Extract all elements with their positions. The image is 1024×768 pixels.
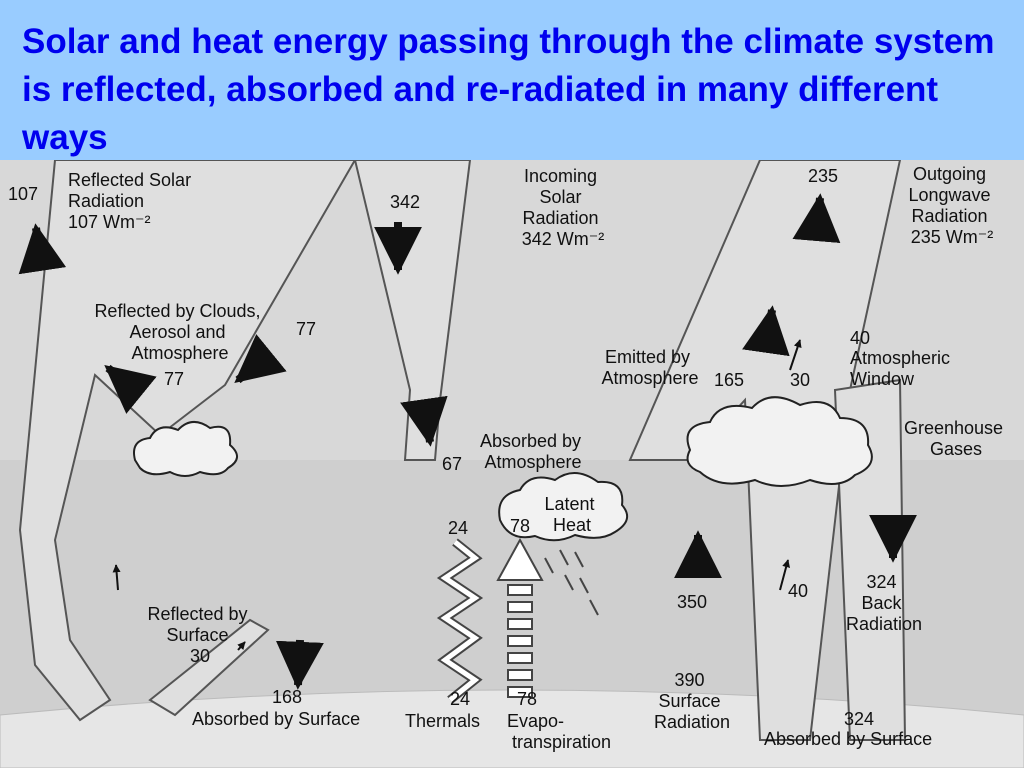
label-value-78-bottom: 78: [517, 689, 537, 709]
label-outgoing-longwave: Outgoing Longwave Radiation 235 Wm⁻²: [908, 164, 995, 247]
diagram-labels: 107 Reflected Solar Radiation 107 Wm⁻² 3…: [8, 164, 1008, 752]
rain-streaks: [544, 549, 599, 616]
label-absorbed-surface-left: Absorbed by Surface: [192, 709, 360, 729]
title-bar: Solar and heat energy passing through th…: [0, 0, 1024, 160]
label-reflected-solar: Reflected Solar Radiation 107 Wm⁻²: [68, 170, 196, 232]
label-evapotranspiration: Evapo- transpiration: [507, 711, 611, 752]
thin-arrows: [112, 339, 802, 651]
evapotranspiration-arrow: [496, 537, 544, 698]
label-value-235: 235: [808, 166, 838, 186]
label-value-107: 107: [8, 184, 38, 204]
label-reflected-clouds: Reflected by Clouds, Aerosol and Atmosph…: [94, 301, 265, 363]
flow-arrows: [18, 193, 917, 690]
label-value-40-window: 40: [850, 328, 870, 348]
label-latent-heat: Latent Heat: [544, 494, 599, 535]
arrow-reflected-107: [18, 223, 67, 275]
arrow-reflected-clouds-b: [234, 334, 287, 384]
energy-budget-diagram: 107 Reflected Solar Radiation 107 Wm⁻² 3…: [0, 160, 1024, 768]
arrow-absorbed-168: [275, 639, 324, 690]
arrow-outgoing-235: [792, 193, 841, 244]
label-absorbed-surface-right: Absorbed by Surface: [764, 729, 932, 749]
label-emitted-atmosphere: Emitted by Atmosphere: [601, 347, 698, 388]
arrow-emitted-165: [742, 305, 790, 357]
label-greenhouse-gases: Greenhouse Gases: [904, 418, 1008, 459]
label-back-radiation: 324 Back Radiation: [846, 572, 922, 634]
slide-title: Solar and heat energy passing through th…: [22, 22, 995, 157]
cloud-left: [133, 421, 238, 477]
label-value-40-low: 40: [788, 581, 808, 601]
label-value-77-b: 77: [164, 369, 184, 389]
cloud-right: [686, 396, 873, 487]
label-incoming-solar: Incoming Solar Radiation 342 Wm⁻²: [522, 166, 605, 249]
cloud-latent-heat: [498, 472, 629, 542]
label-atmospheric-window: Atmospheric Window: [850, 348, 955, 389]
label-value-30-window: 30: [790, 370, 810, 390]
label-thermals: Thermals: [405, 711, 480, 731]
label-value-165: 165: [714, 370, 744, 390]
label-surface-radiation: 390 Surface Radiation: [654, 670, 730, 732]
arrow-reflected-clouds-a: [104, 364, 157, 414]
label-value-78-top: 78: [510, 516, 530, 536]
label-value-342: 342: [390, 192, 420, 212]
label-value-324-bottom: 324: [844, 709, 874, 729]
label-value-67: 67: [442, 454, 462, 474]
label-value-77-a: 77: [296, 319, 316, 339]
arrow-absorbed-67: [400, 395, 448, 447]
label-value-350: 350: [677, 592, 707, 612]
label-value-168: 168: [272, 687, 302, 707]
label-value-24-bottom: 24: [450, 689, 470, 709]
label-absorbed-atmosphere: Absorbed by Atmosphere: [480, 431, 586, 472]
label-value-24-top: 24: [448, 518, 468, 538]
label-reflected-surface: Reflected by Surface 30: [147, 604, 252, 666]
